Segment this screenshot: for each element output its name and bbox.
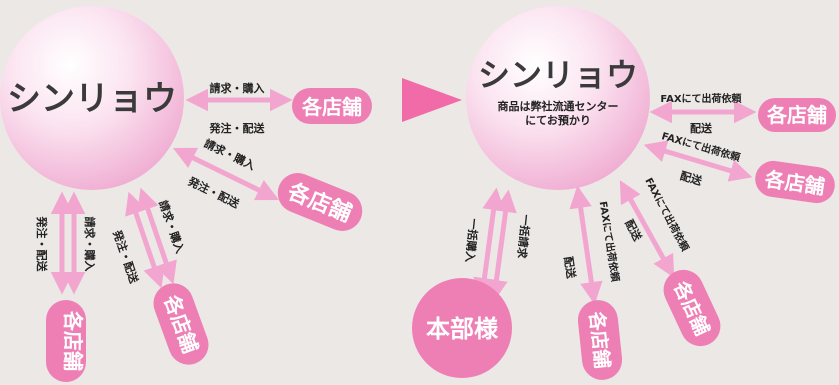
left-label-request-purchase-vert: 請求・購入 — [83, 217, 97, 272]
left-store-pill-top — [292, 88, 372, 124]
right-company-sphere — [466, 6, 650, 190]
left-arrow-diagonal — [172, 147, 280, 201]
left-store-pill-steep: 各店舗 — [153, 283, 209, 365]
center-transition-arrow — [402, 78, 462, 122]
left-label-order-delivery-vert: 発注・配送 — [35, 216, 49, 273]
right-arrow-store-steep — [619, 180, 675, 278]
left-store-pill-bottom — [46, 300, 86, 382]
right-arrow-headoffice-2 — [485, 189, 517, 303]
head-office-circle — [412, 278, 512, 378]
right-company-name: シンリョウ — [478, 56, 638, 94]
right-store-pill-top — [758, 98, 836, 132]
right-label-fax-top: FAXにて出荷依頼 — [660, 92, 742, 105]
right-label-bulk-request: 一括請求 — [515, 214, 534, 260]
right-note-line2: にてお預かり — [525, 113, 591, 127]
right-store-label-top: 各店舗 — [766, 103, 827, 127]
left-store-label-top: 各店舗 — [301, 95, 362, 119]
left-label-order-delivery-top: 発注・配送 — [209, 121, 266, 135]
left-store-pill-mid: 各店舗 — [277, 173, 363, 231]
right-label-delivery-diag: 配送 — [679, 168, 705, 188]
head-office-label: 本部様 — [426, 315, 499, 343]
right-arrow-store-bottom — [569, 185, 603, 305]
right-store-pill-bottom: 各店舗 — [577, 300, 623, 380]
left-store-label-bottom: 各店舗 — [61, 310, 85, 371]
left-label-order-delivery-steep: 発注・配送 — [110, 227, 142, 285]
left-label-request-purchase-top: 請求・購入 — [210, 81, 265, 95]
right-label-delivery-bottom: 配送 — [561, 255, 578, 280]
left-arrow-steep-2 — [137, 187, 177, 285]
right-note-line1: 商品は弊社流通センター — [498, 99, 619, 113]
right-label-delivery-top: 配送 — [690, 121, 713, 135]
right-arrow-diagonal — [643, 140, 753, 182]
right-store-pill-mid: 各店舗 — [755, 160, 835, 204]
right-store-pill-steep: 各店舗 — [663, 269, 721, 347]
right-label-fax-bottom: FAXにて出荷依頼 — [597, 200, 623, 283]
right-label-fax-steep: FAXにて出荷依頼 — [642, 175, 692, 254]
right-label-bulk-purchase: 一括購入 — [463, 218, 482, 263]
left-company-name: シンリョウ — [7, 79, 177, 119]
left-company-sphere — [0, 6, 184, 190]
